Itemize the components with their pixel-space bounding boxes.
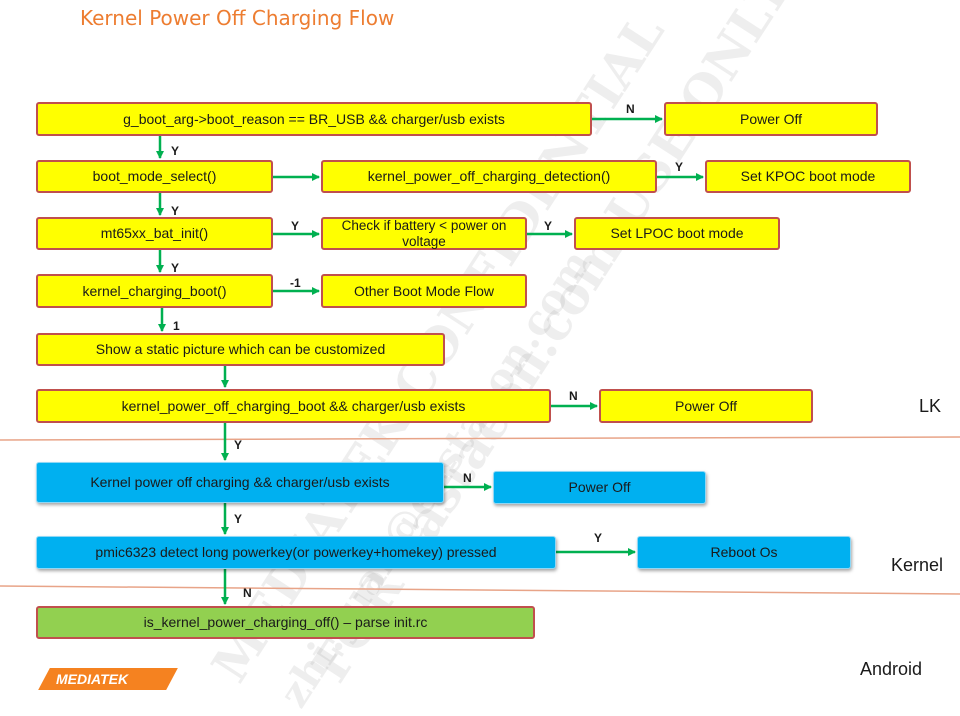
edge-label-y6: Y bbox=[171, 261, 180, 275]
layer-label-kernel: Kernel bbox=[891, 555, 944, 575]
page-title: Kernel Power Off Charging Flow bbox=[80, 6, 395, 30]
check-battery-box: Check if battery < power on voltage bbox=[321, 217, 527, 250]
lk-kernel-separator bbox=[0, 436, 960, 441]
edge-label-n4: N bbox=[243, 586, 252, 600]
edge-label-n1: N bbox=[626, 102, 635, 116]
edge-label-y1: Y bbox=[171, 144, 180, 158]
edge-label-y4: Y bbox=[291, 219, 300, 233]
other-boot-box: Other Boot Mode Flow bbox=[321, 274, 527, 308]
edge-label-y3: Y bbox=[171, 204, 180, 218]
set-lpoc-box: Set LPOC boot mode bbox=[574, 217, 780, 250]
kpoc-detection-box: kernel_power_off_charging_detection() bbox=[321, 160, 657, 193]
kernel-android-separator bbox=[0, 585, 960, 595]
kernel-charging-exists-box: Kernel power off charging && charger/usb… bbox=[36, 462, 444, 503]
brand-logo: MEDIATEK bbox=[38, 668, 178, 690]
edge-label-one: 1 bbox=[173, 319, 180, 333]
reboot-os-box: Reboot Os bbox=[637, 536, 851, 569]
pmic-detect-box: pmic6323 detect long powerkey(or powerke… bbox=[36, 536, 556, 569]
edge-label-n3: N bbox=[463, 471, 472, 485]
edge-label-n2: N bbox=[569, 389, 578, 403]
static-picture-box: Show a static picture which can be custo… bbox=[36, 333, 445, 366]
edge-label-y5: Y bbox=[544, 219, 553, 233]
layer-label-android: Android bbox=[860, 659, 923, 679]
edge-label-minus1: -1 bbox=[290, 276, 301, 290]
edge-label-y8: Y bbox=[234, 512, 243, 526]
brand-logo-text: MEDIATEK bbox=[56, 671, 129, 687]
edge-label-y7: Y bbox=[234, 438, 243, 452]
power-off-box-2: Power Off bbox=[599, 389, 813, 423]
layer-label-lk: LK bbox=[919, 396, 942, 416]
is-kpoc-off-box: is_kernel_power_charging_off() – parse i… bbox=[36, 606, 535, 639]
charging-boot-box: kernel_charging_boot() bbox=[36, 274, 273, 308]
edge-label-y2: Y bbox=[675, 160, 684, 174]
set-kpoc-box: Set KPOC boot mode bbox=[705, 160, 911, 193]
bat-init-box: mt65xx_bat_init() bbox=[36, 217, 273, 250]
power-off-box-1: Power Off bbox=[664, 102, 878, 136]
power-off-box-3: Power Off bbox=[493, 471, 706, 504]
edge-label-y9: Y bbox=[594, 531, 603, 545]
boot-reason-check: g_boot_arg->boot_reason == BR_USB && cha… bbox=[36, 102, 592, 136]
kpoc-boot-exists-box: kernel_power_off_charging_boot && charge… bbox=[36, 389, 551, 423]
flow-connectors bbox=[0, 115, 960, 605]
boot-mode-select-box: boot_mode_select() bbox=[36, 160, 273, 193]
